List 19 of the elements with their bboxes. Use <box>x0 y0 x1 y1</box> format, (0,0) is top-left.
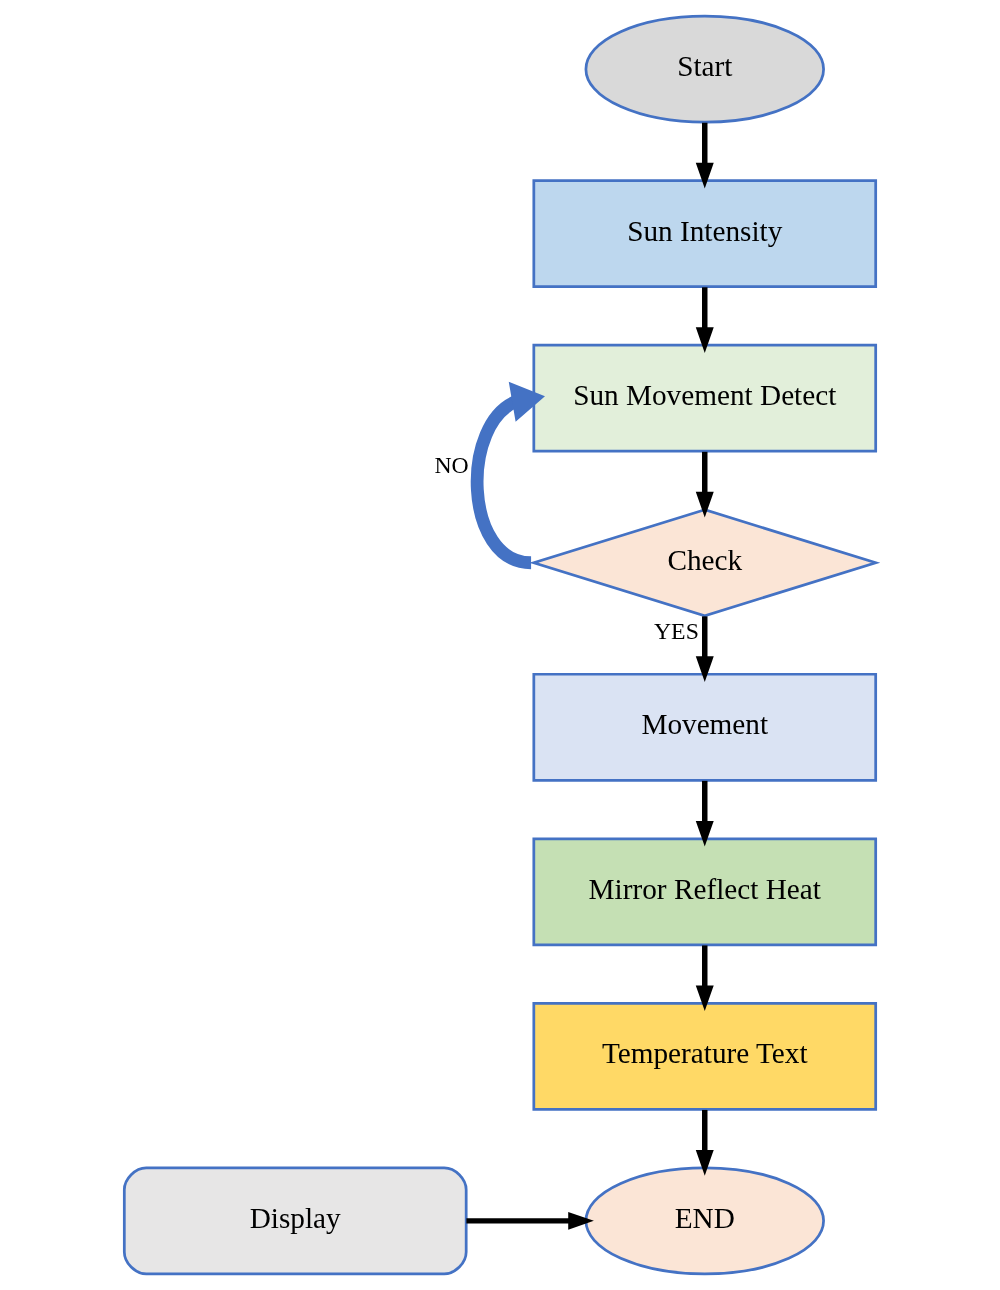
arrow <box>695 616 714 683</box>
arrow <box>695 451 714 518</box>
arrow <box>695 1109 714 1176</box>
node-box: Display <box>122 1166 468 1276</box>
node-diamond: Check <box>529 508 881 618</box>
arrow <box>695 122 714 189</box>
node-box: Mirror Reflect Heat <box>532 837 878 947</box>
edge-label: NO <box>434 452 469 479</box>
node-ellipse: END <box>584 1166 825 1276</box>
edge-label: YES <box>653 617 699 644</box>
node-box: Movement <box>532 672 878 782</box>
arrow <box>466 1211 594 1230</box>
arrow <box>695 780 714 847</box>
node-box: Sun Intensity <box>532 179 878 289</box>
node-box: Temperature Text <box>532 1001 878 1111</box>
arrow <box>695 287 714 353</box>
arrow <box>695 945 714 1012</box>
node-box: Sun Movement Detect <box>532 343 878 453</box>
node-ellipse: Start <box>584 14 825 124</box>
